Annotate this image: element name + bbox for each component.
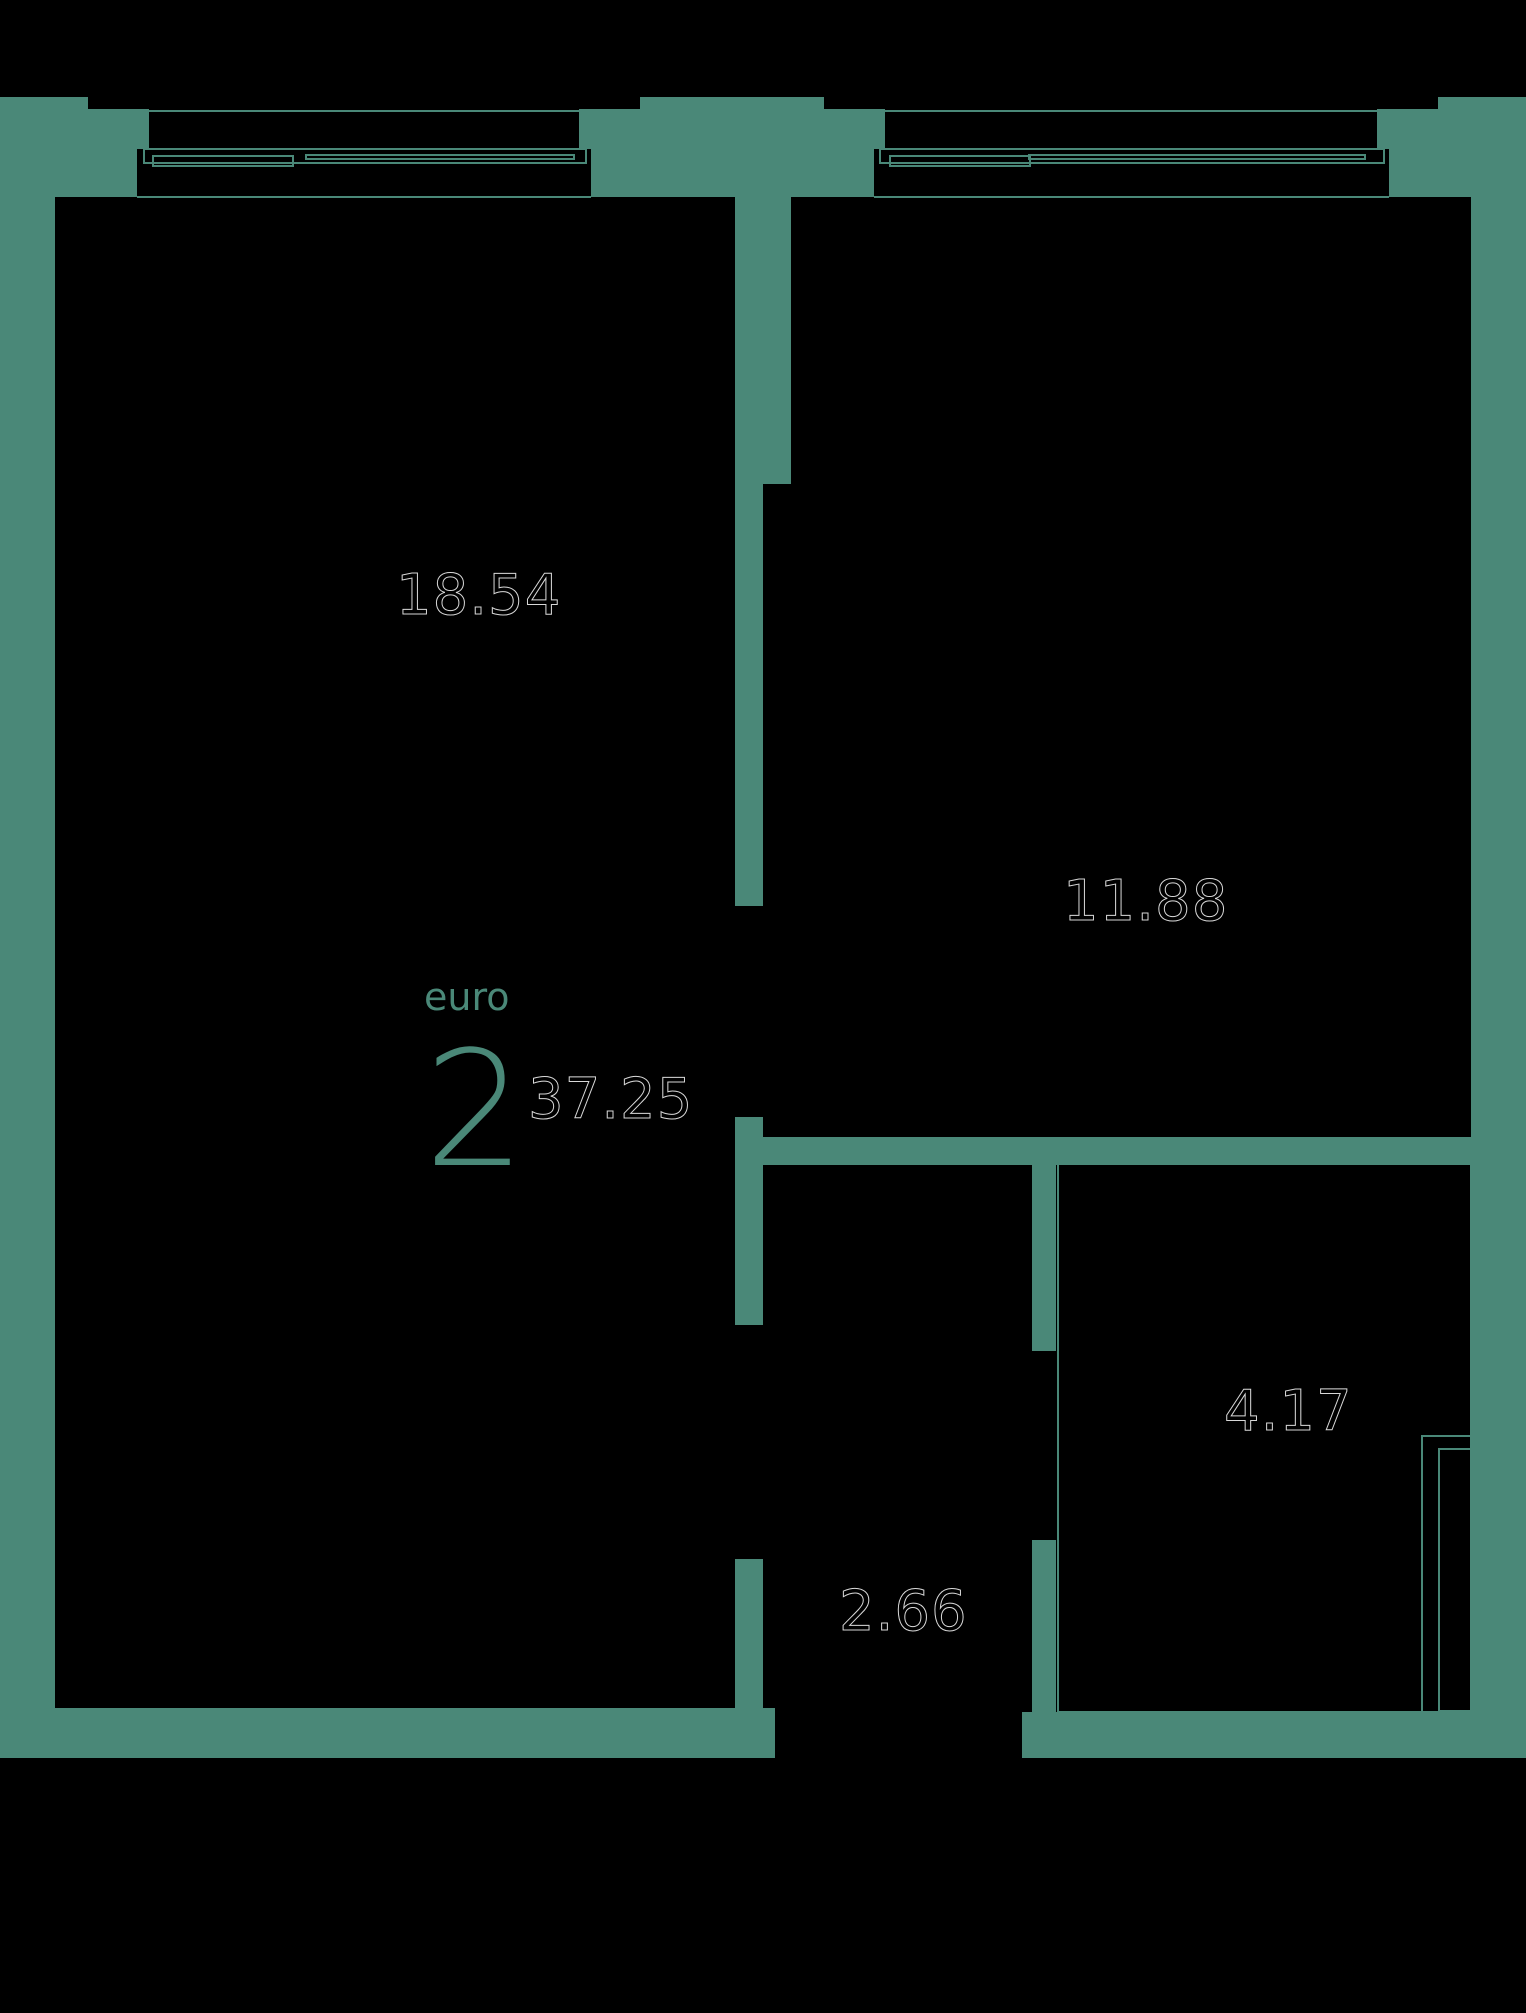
- wall-top-right-pier: [1377, 109, 1526, 149]
- rooms-count: 2: [424, 1016, 526, 1203]
- wall-bathroom-left-upper: [1032, 1165, 1056, 1351]
- room-area-hallway: 2.66: [839, 1579, 968, 1644]
- bathroom-inner-outline: [1057, 1163, 1472, 1713]
- window-left-sash-small: [152, 155, 294, 167]
- wall-partition-upper: [735, 483, 763, 906]
- window-right-sash-small: [889, 155, 1031, 167]
- wall-partition-upper-thick: [735, 196, 791, 484]
- bathroom-step-line: [1421, 1435, 1423, 1713]
- window-right-frame: [879, 148, 1385, 164]
- window-left-frame: [143, 148, 587, 164]
- wall-top-right-pier-lower: [1389, 148, 1526, 197]
- wall-top-middle-pier: [579, 109, 885, 149]
- room-area-living-kitchen: 18.54: [395, 563, 562, 628]
- wall-top-left-pier-lower: [0, 148, 137, 197]
- window-left-inner-line: [137, 196, 591, 198]
- bathroom-step-top-line: [1421, 1435, 1471, 1437]
- window-right-outer-line: [885, 110, 1377, 112]
- wall-top-middle-bump: [640, 97, 824, 111]
- bathroom-shaft: [1438, 1448, 1474, 1712]
- wall-partition-middle: [735, 1117, 763, 1325]
- wall-right: [1471, 196, 1526, 1758]
- wall-bathroom-left-lower: [1032, 1540, 1056, 1712]
- window-right-inner-line: [874, 196, 1389, 198]
- wall-bottom-left: [0, 1708, 775, 1758]
- apartment-type-label: euro: [424, 975, 510, 1019]
- window-left-outer-line: [148, 110, 579, 112]
- room-area-bedroom: 11.88: [1062, 869, 1229, 934]
- wall-partition-lower: [735, 1559, 763, 1711]
- wall-left: [0, 196, 55, 1758]
- wall-bottom-right: [1022, 1712, 1526, 1758]
- wall-bedroom-bottom: [763, 1137, 1475, 1165]
- wall-top-middle-pier-lower: [591, 148, 874, 197]
- window-left-sash-large: [305, 154, 575, 160]
- wall-top-right-corner: [1438, 97, 1526, 111]
- window-right-sash-large: [1028, 154, 1366, 160]
- wall-top-left-pier: [0, 109, 149, 149]
- room-area-bathroom: 4.17: [1224, 1379, 1353, 1444]
- total-area: 37.25: [527, 1067, 694, 1132]
